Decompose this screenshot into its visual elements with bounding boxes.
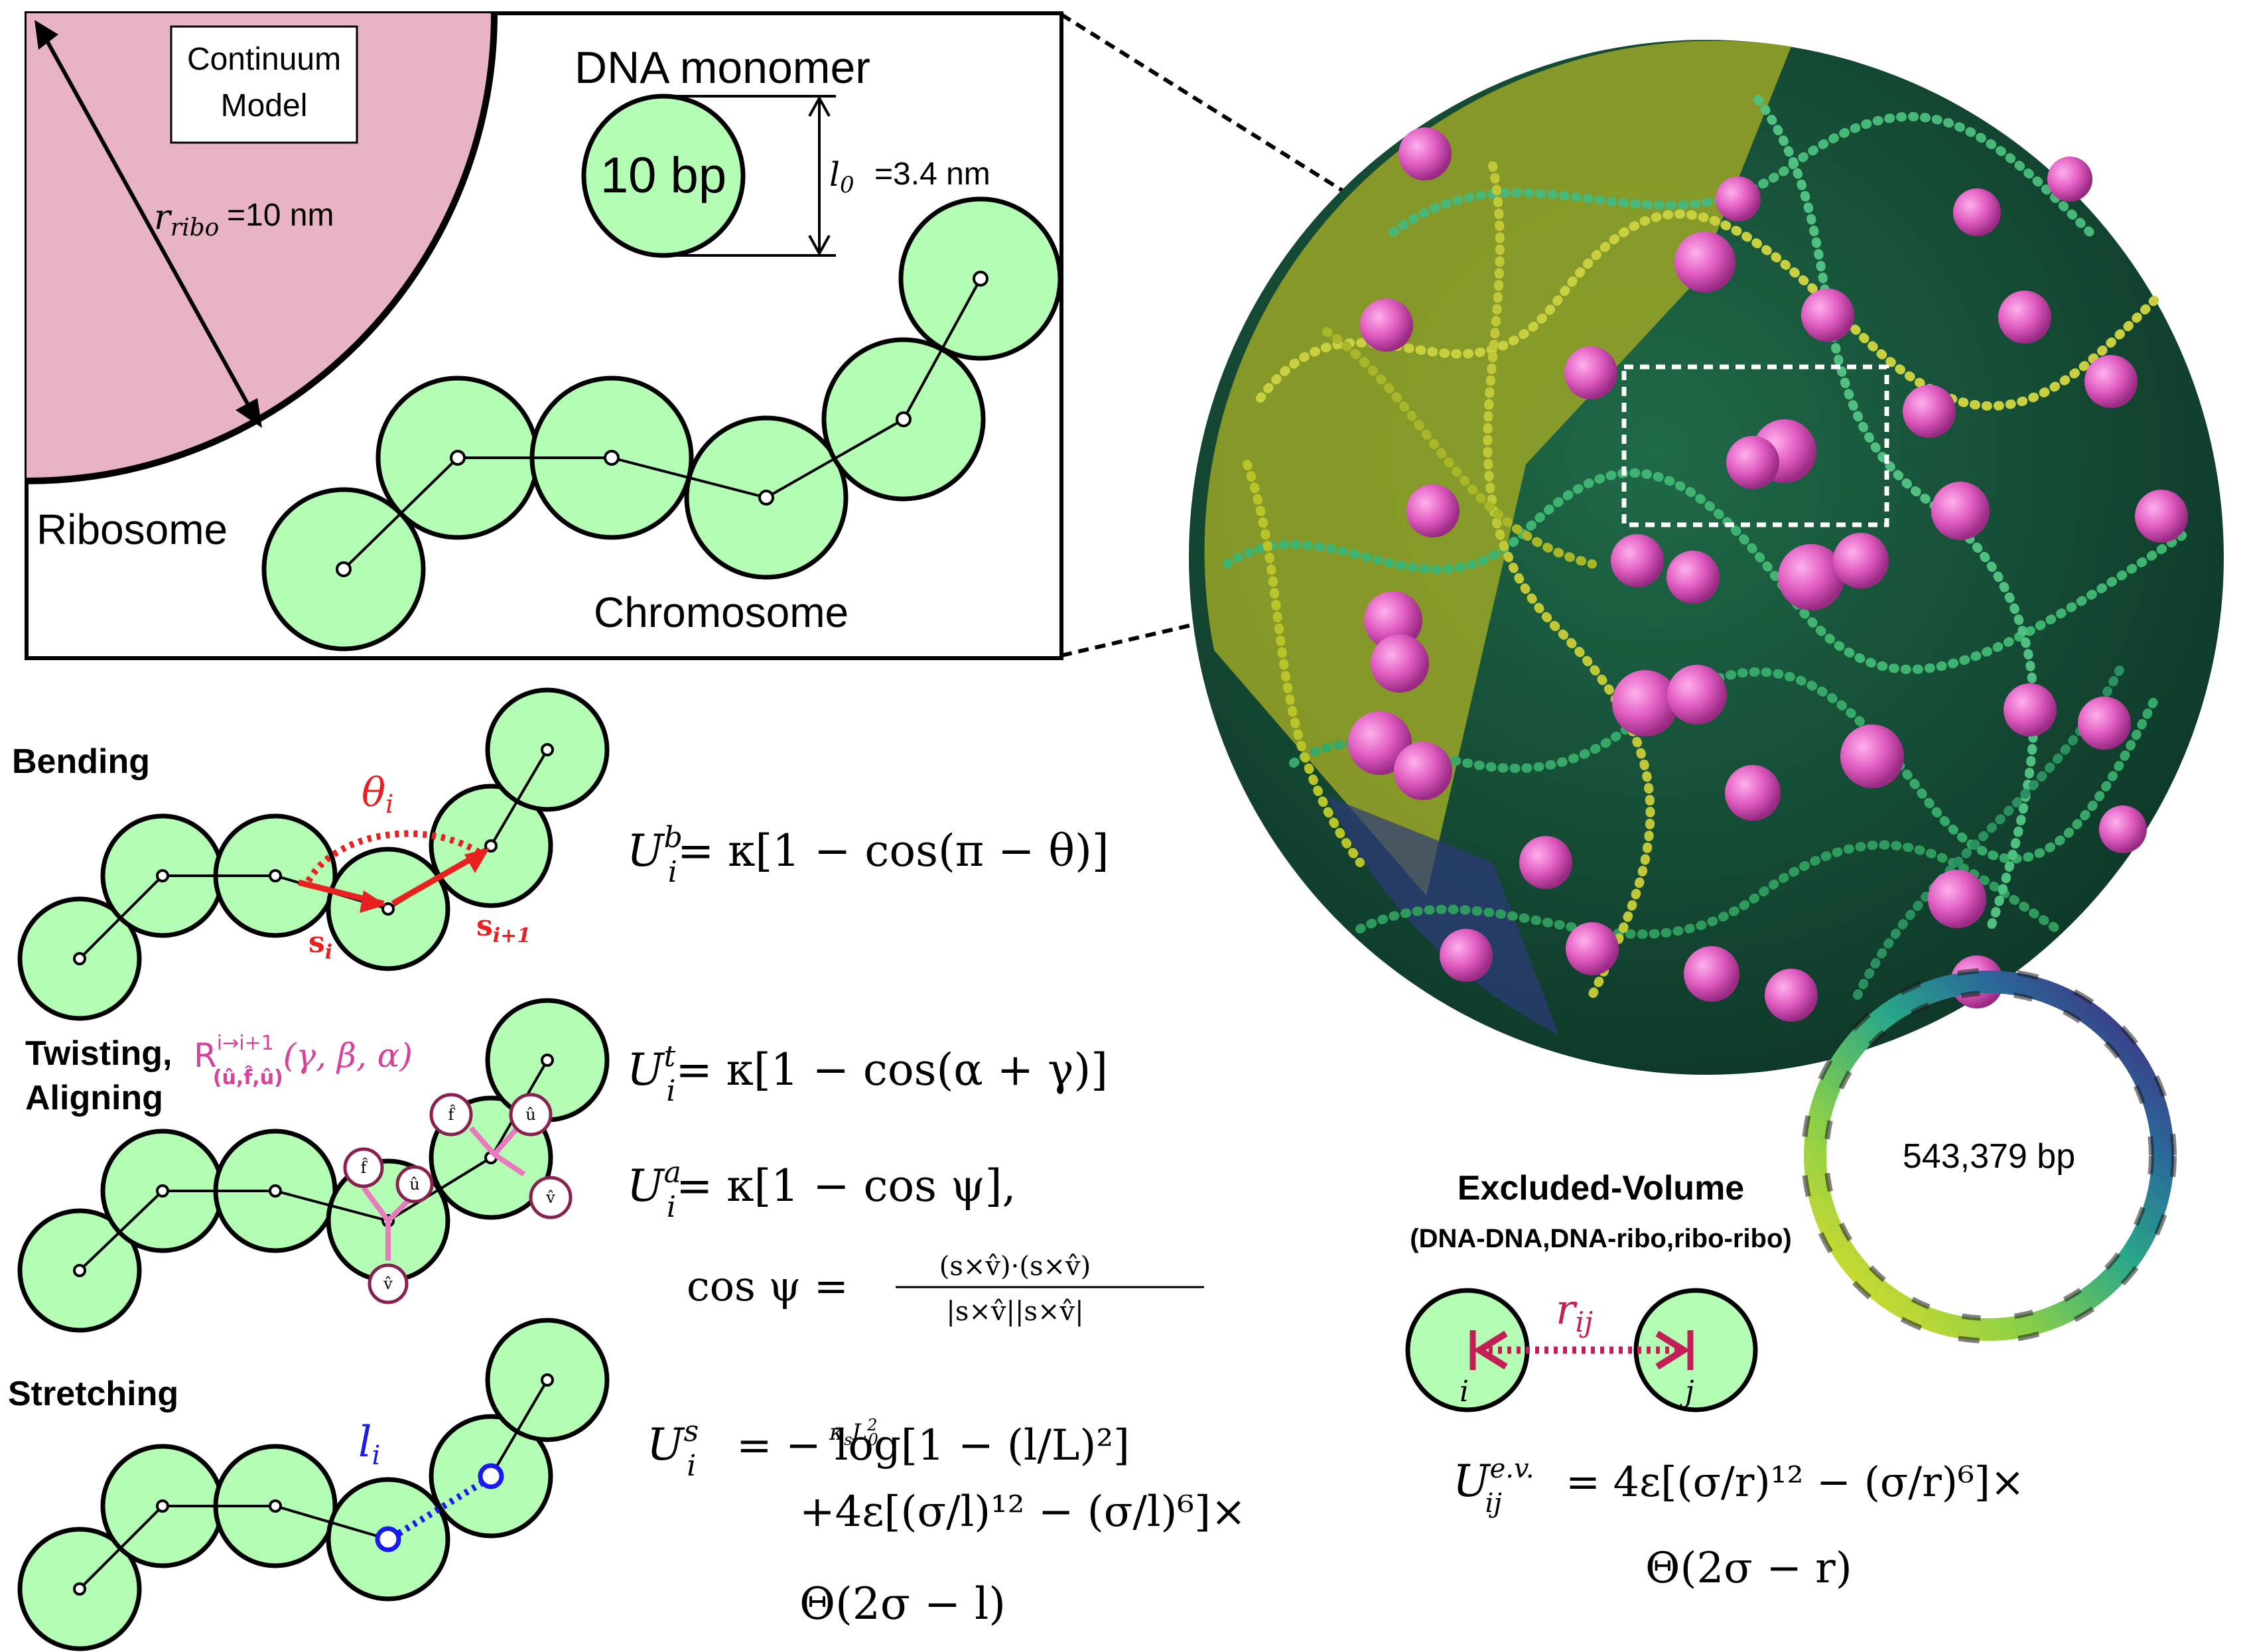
cos-psi-numerator: (s×v̂)·(s×v̂): [939, 1251, 1091, 1282]
ev-eq-line2: Θ(2σ − r): [1645, 1544, 1852, 1593]
zoom-region-box: [1621, 364, 1889, 527]
circular-dna-ring: 543,379 bp: [1801, 968, 2177, 1343]
v-hat-badge: v̂: [383, 1274, 393, 1293]
v-hat-next-badge: v̂: [545, 1188, 555, 1207]
ev-i-label: i: [1460, 1375, 1469, 1409]
twist-equation-body: = κ[1 − cos(α + γ)]: [675, 1044, 1108, 1095]
r-ij-label: rij: [1556, 1285, 1593, 1338]
continuum-model-label-2: Model: [221, 88, 308, 123]
continuum-inset: Continuum Model rribo =10 nm Ribosome DN…: [25, 11, 1063, 660]
inset-chain-bonds: [342, 278, 982, 571]
ring-strand-b: [1806, 973, 2171, 1338]
l-i-symbol: l: [358, 1418, 372, 1467]
stretch-eq-line1: = − log[1 − (l/L)²]: [736, 1421, 1130, 1470]
cos-psi-denominator: |s×v̂||s×v̂|: [946, 1296, 1083, 1327]
ribo-radius-arrowhead-start: [34, 20, 58, 50]
chromosome-label: Chromosome: [594, 588, 849, 636]
length-arrow-bottom: [808, 235, 831, 257]
bond-end-i1: [478, 1463, 504, 1489]
rotation-label: Ri→i+1(û,f̂,û)(γ, β, α): [194, 1032, 413, 1089]
yellow-chromosome-region: [1204, 40, 1791, 896]
ev-eq-line1: = 4ε[(σ/r)¹² − (σ/r)⁶]×: [1566, 1458, 2025, 1506]
ribosome-boundary: [26, 13, 498, 484]
r-ij-arrow-left: [1473, 1330, 1508, 1370]
f-hat-badge: f̂: [361, 1158, 368, 1177]
frame-vector-badges: [343, 1093, 573, 1304]
s-i1-label: si+1: [476, 909, 531, 947]
monomer-bp-label: 10 bp: [600, 147, 726, 204]
l-i-label: li: [358, 1418, 380, 1471]
cos-psi-lhs: cos ψ =: [687, 1262, 849, 1310]
ev-bead-j: [1633, 1288, 1758, 1412]
bond-length-line: [389, 1475, 492, 1541]
s-i-label: si: [308, 926, 332, 964]
r-ij-arrow-right: [1655, 1330, 1690, 1370]
twisting-title-2: Aligning: [25, 1079, 163, 1117]
ribosome-surface: [27, 13, 494, 481]
plasmid-bp-label: 543,379 bp: [1903, 1137, 2075, 1176]
s-i1-arrowhead: [464, 848, 490, 873]
s-i-arrowhead: [360, 890, 386, 913]
align-equation-body: = κ[1 − cos ψ],: [676, 1160, 1016, 1211]
bond-end-i: [375, 1526, 401, 1552]
rotation-symbol: R: [194, 1036, 217, 1075]
s-i1-symbol: s: [476, 909, 493, 943]
u-hat-badge: û: [409, 1175, 419, 1194]
r-ij-symbol: r: [1556, 1285, 1578, 1334]
twisting-title-1: Twisting,: [25, 1034, 172, 1073]
theta-symbol: θ: [362, 770, 385, 816]
dna-monomer-title: DNA monomer: [575, 42, 870, 93]
ribosome-spheres: [1348, 127, 2188, 1022]
ribo-radius-arrowhead-end: [236, 398, 262, 428]
bending-title: Bending: [12, 742, 150, 781]
cell-render: [1189, 40, 2224, 1075]
dna-strands: [1223, 95, 2194, 1000]
blue-chromosome-region: [1327, 796, 1559, 1035]
ev-eq-lhs: Ue.v.ij: [1453, 1454, 1534, 1519]
frame-vectors: [361, 1126, 526, 1261]
rotation-args: (γ, β, α): [283, 1036, 413, 1075]
ev-title: Excluded-Volume: [1458, 1169, 1744, 1207]
ribo-radius-value: =10 nm: [227, 198, 334, 233]
stretch-eq-line2: +4ε[(σ/l)¹² − (σ/l)⁶]×: [799, 1487, 1247, 1537]
f-hat-next-badge: f̂: [448, 1105, 456, 1124]
stretching-title: Stretching: [8, 1375, 178, 1413]
bend-angle-arc: [305, 830, 486, 883]
zoom-line-bottom: [1061, 522, 1625, 657]
excluded-volume-panel: Excluded-Volume (DNA-DNA,DNA-ribo,ribo-r…: [1405, 1169, 2025, 1593]
stretch-eq-line3: Θ(2σ − l): [799, 1578, 1006, 1629]
ev-subtitle: (DNA-DNA,DNA-ribo,ribo-ribo): [1410, 1224, 1791, 1253]
length-arrow-top: [808, 95, 831, 117]
length-value: =3.4 nm: [874, 157, 990, 192]
u-hat-next-badge: û: [525, 1105, 535, 1124]
theta-label: θi: [362, 770, 393, 819]
bending-equation-body: = κ[1 − cos(π − θ)]: [677, 825, 1109, 876]
s-i-symbol: s: [308, 926, 325, 959]
ribosome-label: Ribosome: [36, 506, 228, 553]
continuum-model-box: [170, 25, 358, 144]
ribo-radius-arrow: [38, 27, 257, 419]
twisting-panel: Twisting, Aligning Ri→i+1(û,f̂,û)(γ, β, …: [17, 998, 1204, 1333]
continuum-model-label-1: Continuum: [187, 42, 341, 77]
